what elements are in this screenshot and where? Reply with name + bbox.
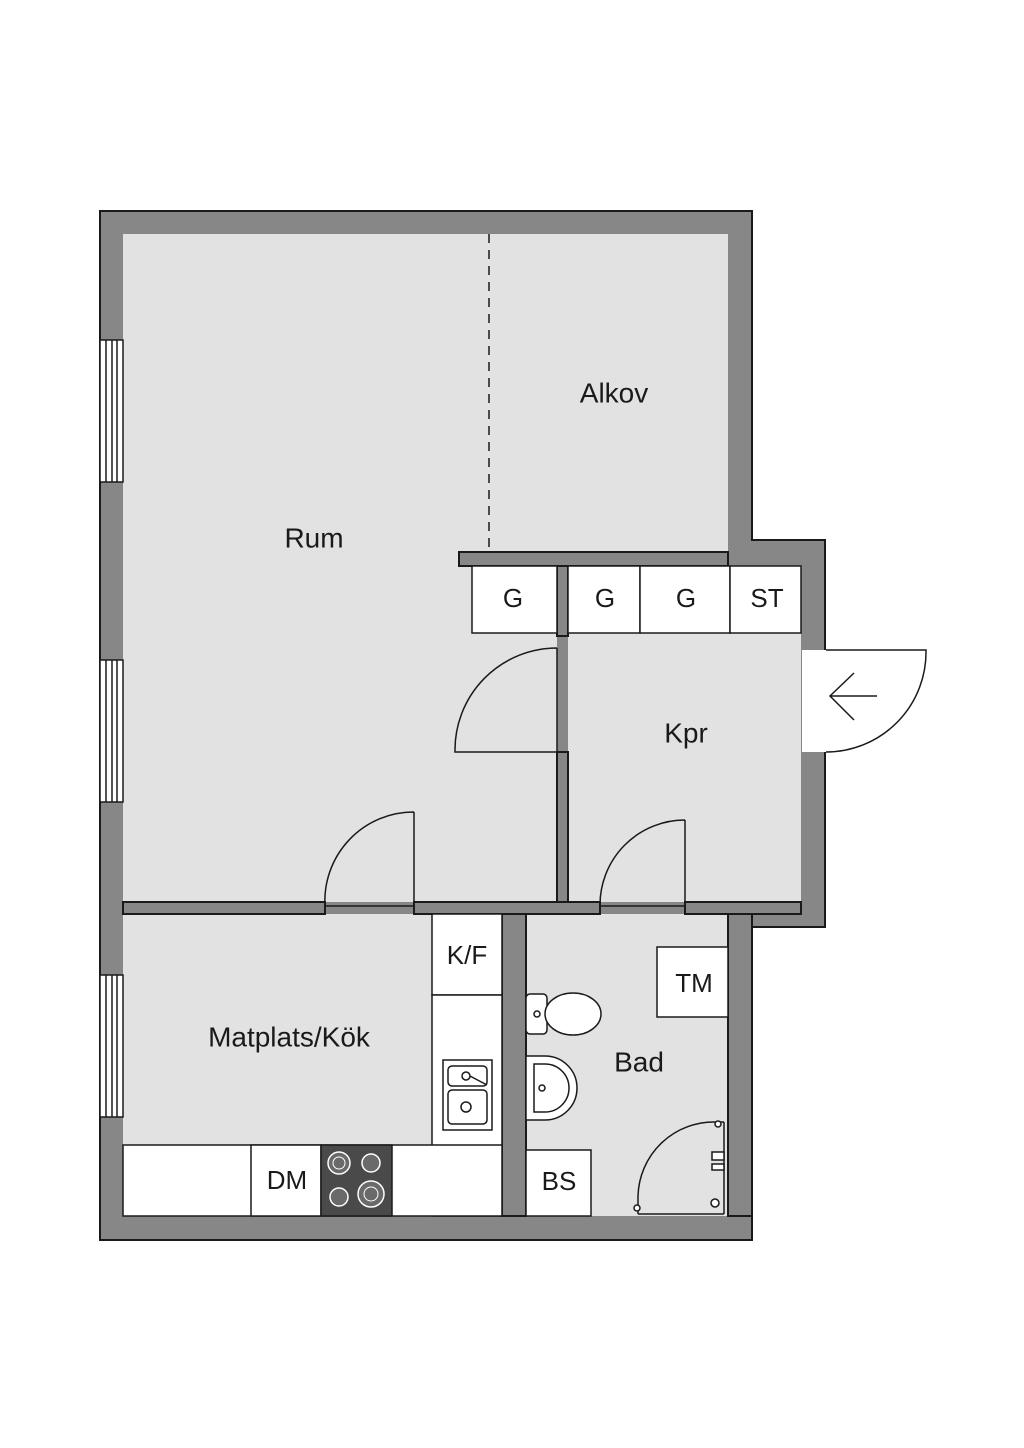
floor-alkov <box>489 234 728 552</box>
toilet-icon <box>525 992 602 1036</box>
door-hall-bath <box>599 819 686 907</box>
wardrobe-1-label: G <box>503 583 523 613</box>
bathroom-cabinet <box>525 1149 592 1217</box>
wall-rum-kitchen-left <box>122 901 326 915</box>
wall-kitchen-bath <box>501 913 527 1217</box>
cleaning-cabinet <box>729 565 802 634</box>
stove-icon <box>320 1144 393 1217</box>
entrance-opening <box>802 650 826 752</box>
wall-rum-kitchen-right <box>413 901 601 915</box>
window-rum-upper <box>99 339 124 483</box>
wardrobe-3-label: G <box>676 583 696 613</box>
room-label-kpr: Kpr <box>664 718 708 749</box>
entrance-arrow-icon <box>828 672 877 721</box>
cleaning-cabinet-label: ST <box>750 583 783 613</box>
kitchen-sink-icon <box>442 1059 493 1131</box>
room-label-alkov: Alkov <box>580 378 648 409</box>
room-label-rum: Rum <box>284 523 343 554</box>
wardrobe-3 <box>639 565 731 634</box>
wardrobe-1 <box>471 565 558 634</box>
fridge-freezer-label: K/F <box>447 940 487 970</box>
window-rum-lower <box>99 659 124 803</box>
door-rum-hall <box>454 647 558 753</box>
room-label-bad: Bad <box>614 1047 664 1078</box>
washing-machine <box>656 946 729 1018</box>
entrance-door <box>825 649 927 753</box>
dishwasher-label: DM <box>267 1165 307 1195</box>
wall-hall-bath-right <box>684 901 802 915</box>
bathroom-cabinet-label: BS <box>542 1166 577 1196</box>
room-label-matplats-kok: Matplats/Kök <box>208 1022 371 1053</box>
wall-alkov-bottom <box>458 551 729 567</box>
dishwasher <box>250 1144 322 1217</box>
floor-kitchen <box>123 914 502 1216</box>
wall-right-stub <box>727 913 753 1217</box>
floor-hall <box>568 566 801 902</box>
wardrobe-2-label: G <box>595 583 615 613</box>
washing-machine-label: TM <box>675 968 713 998</box>
wardrobe-2 <box>567 565 641 634</box>
washbasin-icon <box>525 1055 578 1121</box>
wall-rum-hall-lower <box>556 751 569 903</box>
shower-icon <box>633 1120 725 1215</box>
wall-rum-hall-upper <box>556 565 569 637</box>
window-kitchen <box>99 974 124 1118</box>
door-rum-kitchen <box>324 811 415 907</box>
